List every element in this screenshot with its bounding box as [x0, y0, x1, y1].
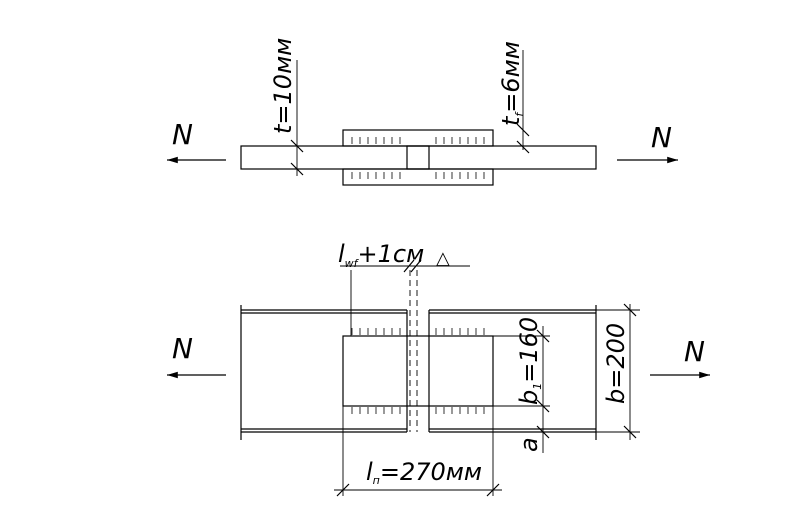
ln-label: lп=270мм	[366, 458, 482, 487]
plate-gap	[406, 145, 430, 170]
t-tick-top	[290, 139, 304, 153]
b-label: b=200	[602, 323, 630, 404]
plan-view: lwf+1см △ b1=160 a b=200 lп=270мм N N	[167, 240, 710, 497]
tf-tick-top	[516, 123, 530, 137]
side-section-view: N N t=10мм tf=6мм	[167, 38, 678, 186]
force-label-top-right: N	[651, 121, 672, 154]
t-tick-bottom	[290, 162, 304, 176]
t-label: t=10мм	[269, 38, 297, 134]
force-label-bottom-left: N	[172, 332, 193, 365]
cover-plate-top	[342, 129, 494, 147]
force-label-top-left: N	[172, 118, 193, 151]
a-label: a	[515, 437, 543, 452]
cover-plate-plan	[342, 335, 494, 407]
weld-hatch-plan-top	[351, 328, 485, 335]
tf-tick-bottom	[516, 140, 530, 154]
cover-plate-bottom	[342, 168, 494, 186]
weld-hatch-top	[351, 137, 485, 144]
weld-triangle-icon: △	[436, 248, 450, 269]
force-label-bottom-right: N	[684, 335, 705, 368]
lwf-label: lwf+1см	[338, 240, 424, 270]
weld-hatch-plan-bottom	[351, 407, 485, 414]
weld-hatch-bottom	[351, 172, 485, 179]
b1-label: b1=160	[515, 317, 544, 405]
tf-label: tf=6мм	[497, 41, 526, 126]
